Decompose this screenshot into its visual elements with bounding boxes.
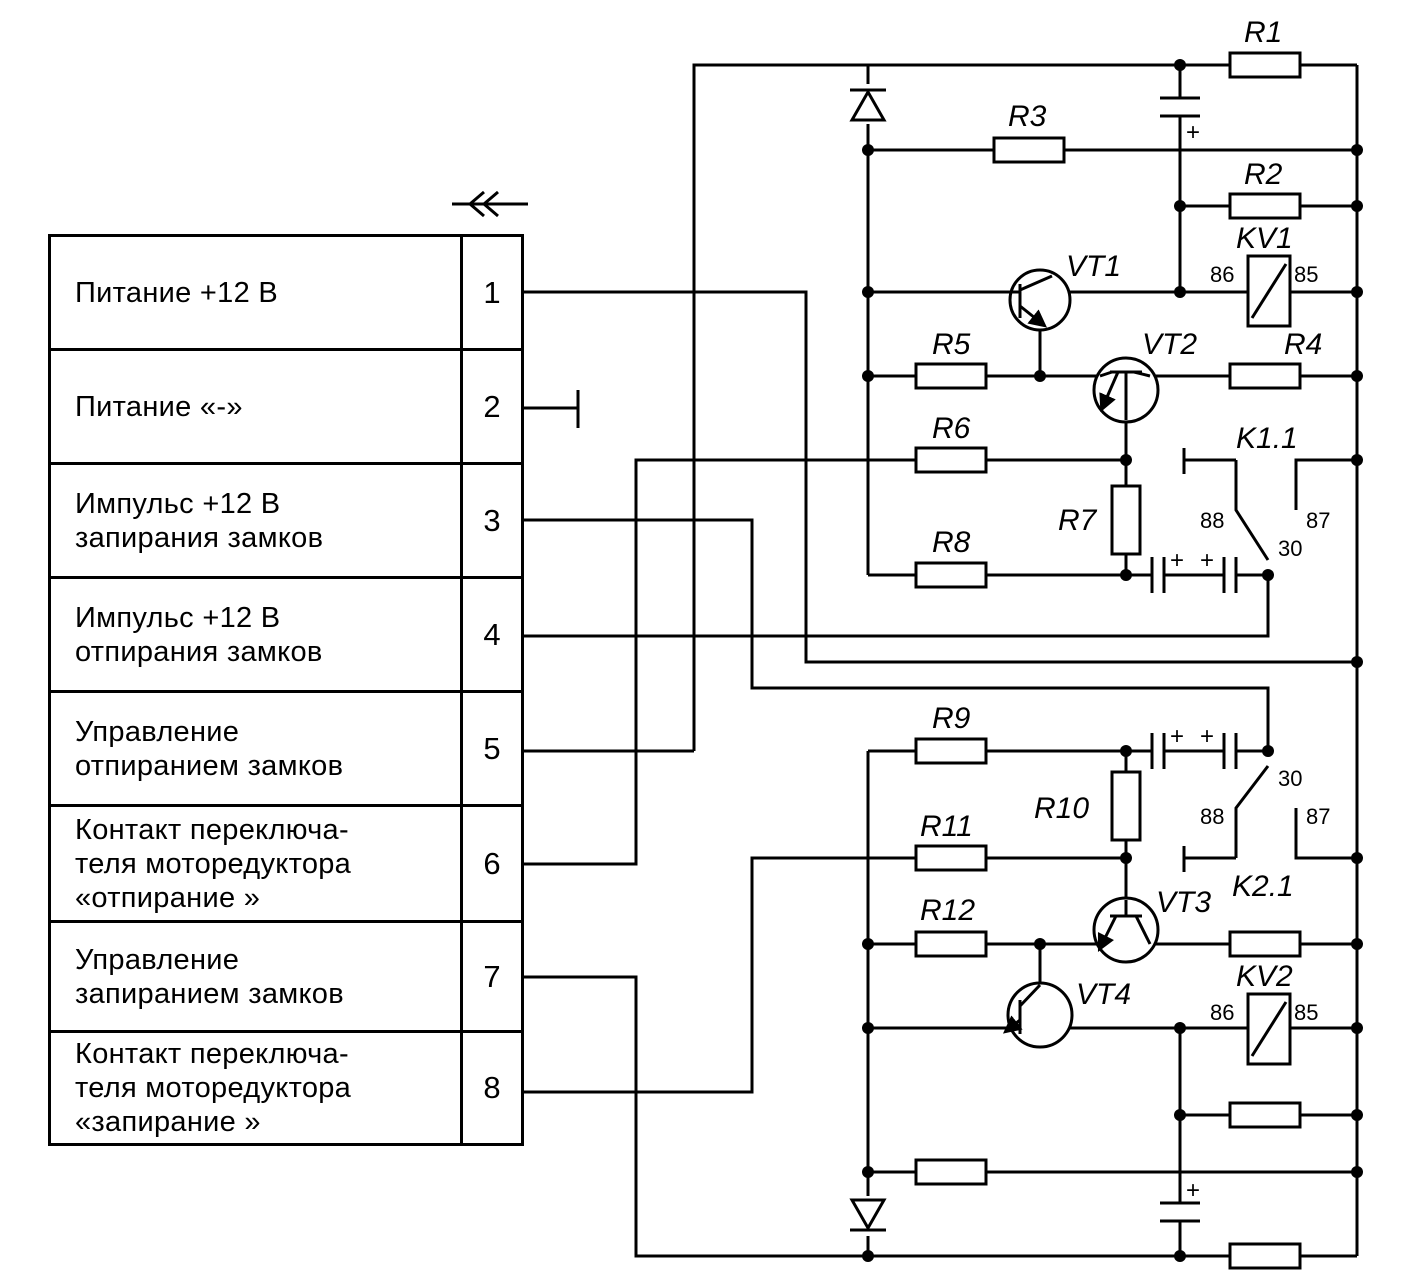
label-r2: R2 <box>1244 158 1283 191</box>
connector-row-3: Импульс +12 В запирания замков 3 <box>51 465 521 579</box>
connector-row-4: Импульс +12 В отпирания замков 4 <box>51 579 521 693</box>
junctions <box>862 59 1363 1262</box>
plus-sign: + <box>1186 119 1200 146</box>
relay-coils <box>1246 254 1292 1066</box>
capacitor-pair-bottom <box>1150 733 1238 769</box>
pin-2-number: 2 <box>483 388 501 424</box>
pin-2-label: Питание «-» <box>51 351 463 462</box>
resistor-r7 <box>1110 484 1142 556</box>
polarity-marks: + + + + + + <box>1170 119 1214 1204</box>
kv1-pin-86: 86 <box>1210 262 1234 287</box>
relay-pin-labels: 86 85 88 87 30 30 88 87 86 85 <box>1200 262 1330 1025</box>
resistor-r8 <box>914 561 988 589</box>
diodes <box>848 84 888 1236</box>
capacitor-top <box>1160 96 1200 118</box>
label-vt1: VT1 <box>1066 250 1121 283</box>
resistor-r9 <box>914 737 988 765</box>
k11-pin-30: 30 <box>1278 536 1302 561</box>
resistor-r12 <box>914 930 988 958</box>
transistors <box>1002 268 1160 1049</box>
pin-7-number: 7 <box>483 958 501 994</box>
label-vt4: VT4 <box>1076 978 1131 1011</box>
diode-bottom <box>848 1196 888 1236</box>
transistor-vt3 <box>1092 896 1160 964</box>
kv2-pin-86: 86 <box>1210 1000 1234 1025</box>
label-r11: R11 <box>920 810 973 843</box>
pin-6-label: Контакт переключа- теля моторедуктора «о… <box>51 807 463 920</box>
resistor-r11 <box>914 844 988 872</box>
resistor-unlabeled-3 <box>914 1158 988 1186</box>
transistor-vt1 <box>1008 268 1072 332</box>
diode-top <box>848 84 888 124</box>
label-r10: R10 <box>1034 792 1089 825</box>
plus-sign: + <box>1186 1177 1200 1204</box>
label-r3: R3 <box>1008 100 1047 133</box>
label-vt3: VT3 <box>1156 886 1211 919</box>
connector-row-5: Управление отпиранием замков 5 <box>51 693 521 807</box>
connector-pin-table: Питание +12 В 1 Питание «-» 2 Импульс +1… <box>48 234 524 1146</box>
kv2-pin-85: 85 <box>1294 1000 1318 1025</box>
label-r8: R8 <box>932 526 971 559</box>
k21-pin-30: 30 <box>1278 766 1302 791</box>
plus-sign: + <box>1170 723 1184 750</box>
component-labels: R1 R3 R2 KV1 VT1 R5 VT2 R4 R6 K1.1 R7 R8… <box>920 16 1322 1011</box>
resistor-r4 <box>1228 362 1302 390</box>
k21-pin-88: 88 <box>1200 804 1224 829</box>
pin-1-label: Питание +12 В <box>51 237 463 348</box>
resistor-r1 <box>1228 51 1302 79</box>
label-r1: R1 <box>1244 16 1282 49</box>
label-r9: R9 <box>932 702 971 735</box>
k21-pin-87: 87 <box>1306 804 1330 829</box>
plus-sign: + <box>1170 547 1184 574</box>
label-k11: K1.1 <box>1236 422 1298 455</box>
resistor-r2 <box>1228 192 1302 220</box>
pin-8-number: 8 <box>483 1070 501 1105</box>
resistor-unlabeled-4 <box>1228 1242 1302 1270</box>
label-r12: R12 <box>920 894 975 927</box>
k11-pin-88: 88 <box>1200 508 1224 533</box>
capacitors <box>1150 96 1238 1223</box>
label-r6: R6 <box>932 412 971 445</box>
capacitor-bottom <box>1160 1201 1200 1223</box>
resistors <box>914 51 1302 1270</box>
plus-sign: + <box>1200 723 1214 750</box>
pin-5-number: 5 <box>483 730 501 766</box>
kv1-pin-85: 85 <box>1294 262 1318 287</box>
wiring <box>524 63 1359 1258</box>
connector-row-6: Контакт переключа- теля моторедуктора «о… <box>51 807 521 923</box>
k11-pin-87: 87 <box>1306 508 1330 533</box>
label-kv1: KV1 <box>1236 222 1293 255</box>
capacitor-pair-top <box>1150 557 1238 593</box>
resistor-r10 <box>1110 770 1142 842</box>
pin-6-number: 6 <box>483 845 501 881</box>
connector-row-7: Управление запиранием замков 7 <box>51 923 521 1033</box>
label-r4: R4 <box>1284 328 1322 361</box>
label-k21: K2.1 <box>1232 870 1294 903</box>
label-r7: R7 <box>1058 504 1098 537</box>
pin-8-label: Контакт переключа- теля моторедуктора «з… <box>51 1033 463 1143</box>
pin-3-label: Импульс +12 В запирания замков <box>51 465 463 576</box>
resistor-r6 <box>914 446 988 474</box>
transistor-vt4 <box>1002 981 1074 1049</box>
connector-row-1: Питание +12 В 1 <box>51 237 521 351</box>
label-vt2: VT2 <box>1142 328 1197 361</box>
label-kv2: KV2 <box>1236 960 1293 993</box>
pin-7-label: Управление запиранием замков <box>51 923 463 1030</box>
resistor-unlabeled-2 <box>1228 1101 1302 1129</box>
pin-1-number: 1 <box>483 274 501 310</box>
connector-symbol <box>452 190 528 218</box>
pin-4-number: 4 <box>483 616 501 652</box>
transistor-vt2 <box>1092 356 1160 424</box>
pin-5-label: Управление отпиранием замков <box>51 693 463 804</box>
resistor-r5 <box>914 362 988 390</box>
pin-3-number: 3 <box>483 502 501 538</box>
connector-row-2: Питание «-» 2 <box>51 351 521 465</box>
resistor-r3 <box>992 136 1066 164</box>
label-r5: R5 <box>932 328 971 361</box>
plus-sign: + <box>1200 547 1214 574</box>
connector-row-8: Контакт переключа- теля моторедуктора «з… <box>51 1033 521 1143</box>
pin-4-label: Импульс +12 В отпирания замков <box>51 579 463 690</box>
resistor-unlabeled-1 <box>1228 930 1302 958</box>
